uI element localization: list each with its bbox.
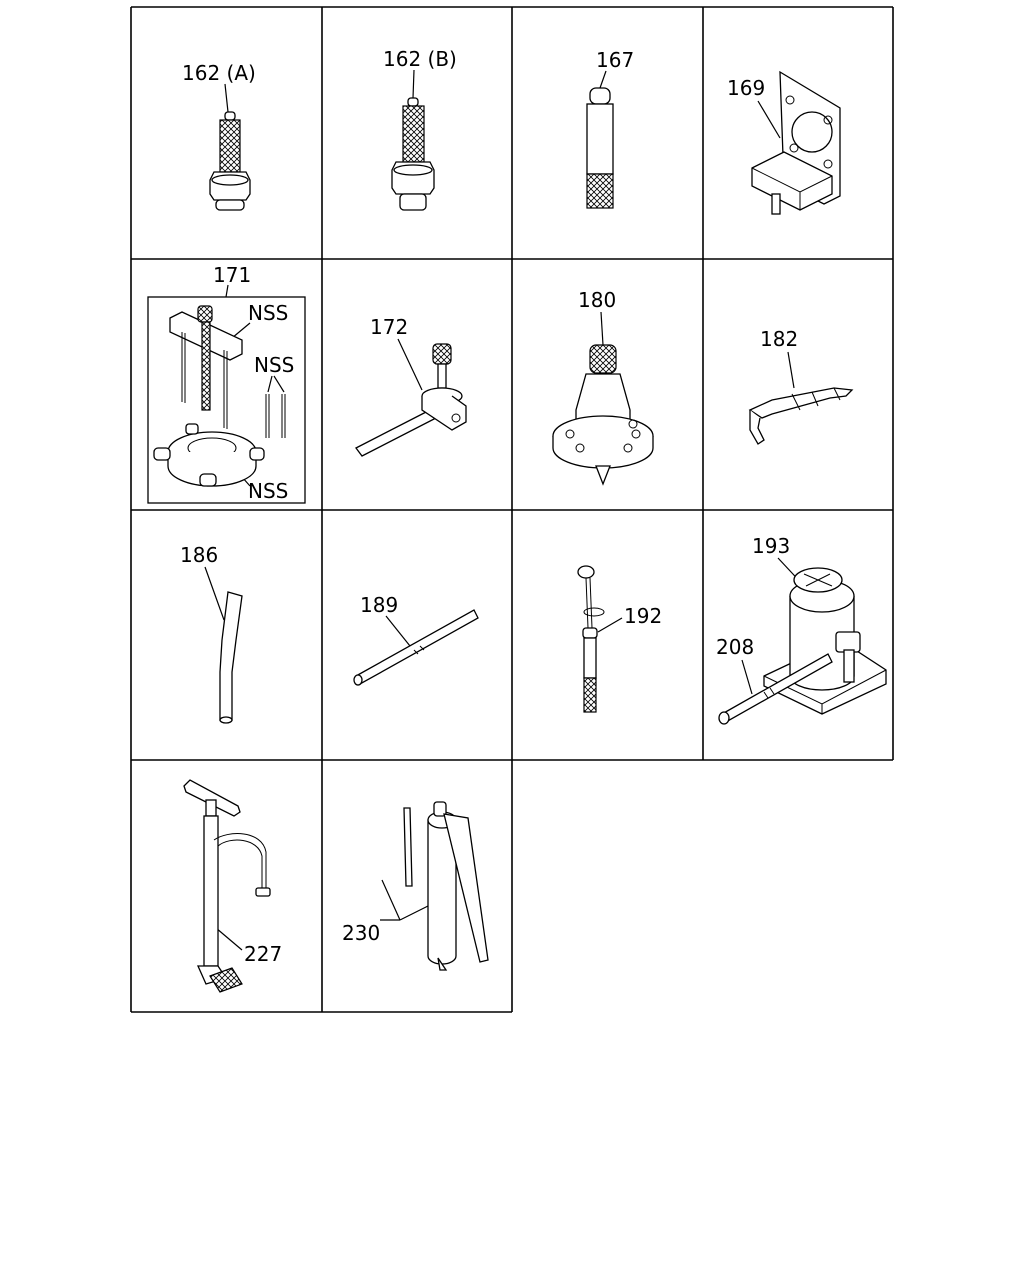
callout-162a: 162 (A) xyxy=(182,61,256,85)
parts-grid xyxy=(130,6,894,1013)
part-230: 230 xyxy=(342,801,489,971)
callout-230: 230 xyxy=(342,921,380,945)
part-182: 182 xyxy=(748,327,854,445)
part-180: 180 xyxy=(552,288,654,486)
callout-208: 208 xyxy=(716,635,754,659)
callout-192: 192 xyxy=(624,604,662,628)
callout-nss-1: NSS xyxy=(248,301,288,325)
callout-nss-3: NSS xyxy=(248,479,288,503)
part-172: 172 xyxy=(355,315,467,457)
callout-182: 182 xyxy=(760,327,798,351)
part-227: 227 xyxy=(183,779,282,993)
callout-nss-2: NSS xyxy=(254,353,294,377)
part-167: 167 xyxy=(586,48,634,209)
part-169: 169 xyxy=(727,70,841,215)
callout-227: 227 xyxy=(244,942,282,966)
callout-162b: 162 (B) xyxy=(383,47,457,71)
callout-172: 172 xyxy=(370,315,408,339)
callout-189: 189 xyxy=(360,593,398,617)
part-162a: 162 (A) xyxy=(182,61,256,211)
part-193: 193 208 xyxy=(716,534,887,725)
callout-167: 167 xyxy=(596,48,634,72)
callout-193: 193 xyxy=(752,534,790,558)
callout-180: 180 xyxy=(578,288,616,312)
part-189: 189 xyxy=(353,593,479,686)
part-171: 171 NSS NSS NSS xyxy=(147,263,306,504)
callout-171: 171 xyxy=(213,263,251,287)
callout-169: 169 xyxy=(727,76,765,100)
callout-186: 186 xyxy=(180,543,218,567)
part-192: 192 xyxy=(577,565,662,713)
part-162b: 162 (B) xyxy=(383,47,457,211)
part-186: 186 xyxy=(180,543,243,724)
